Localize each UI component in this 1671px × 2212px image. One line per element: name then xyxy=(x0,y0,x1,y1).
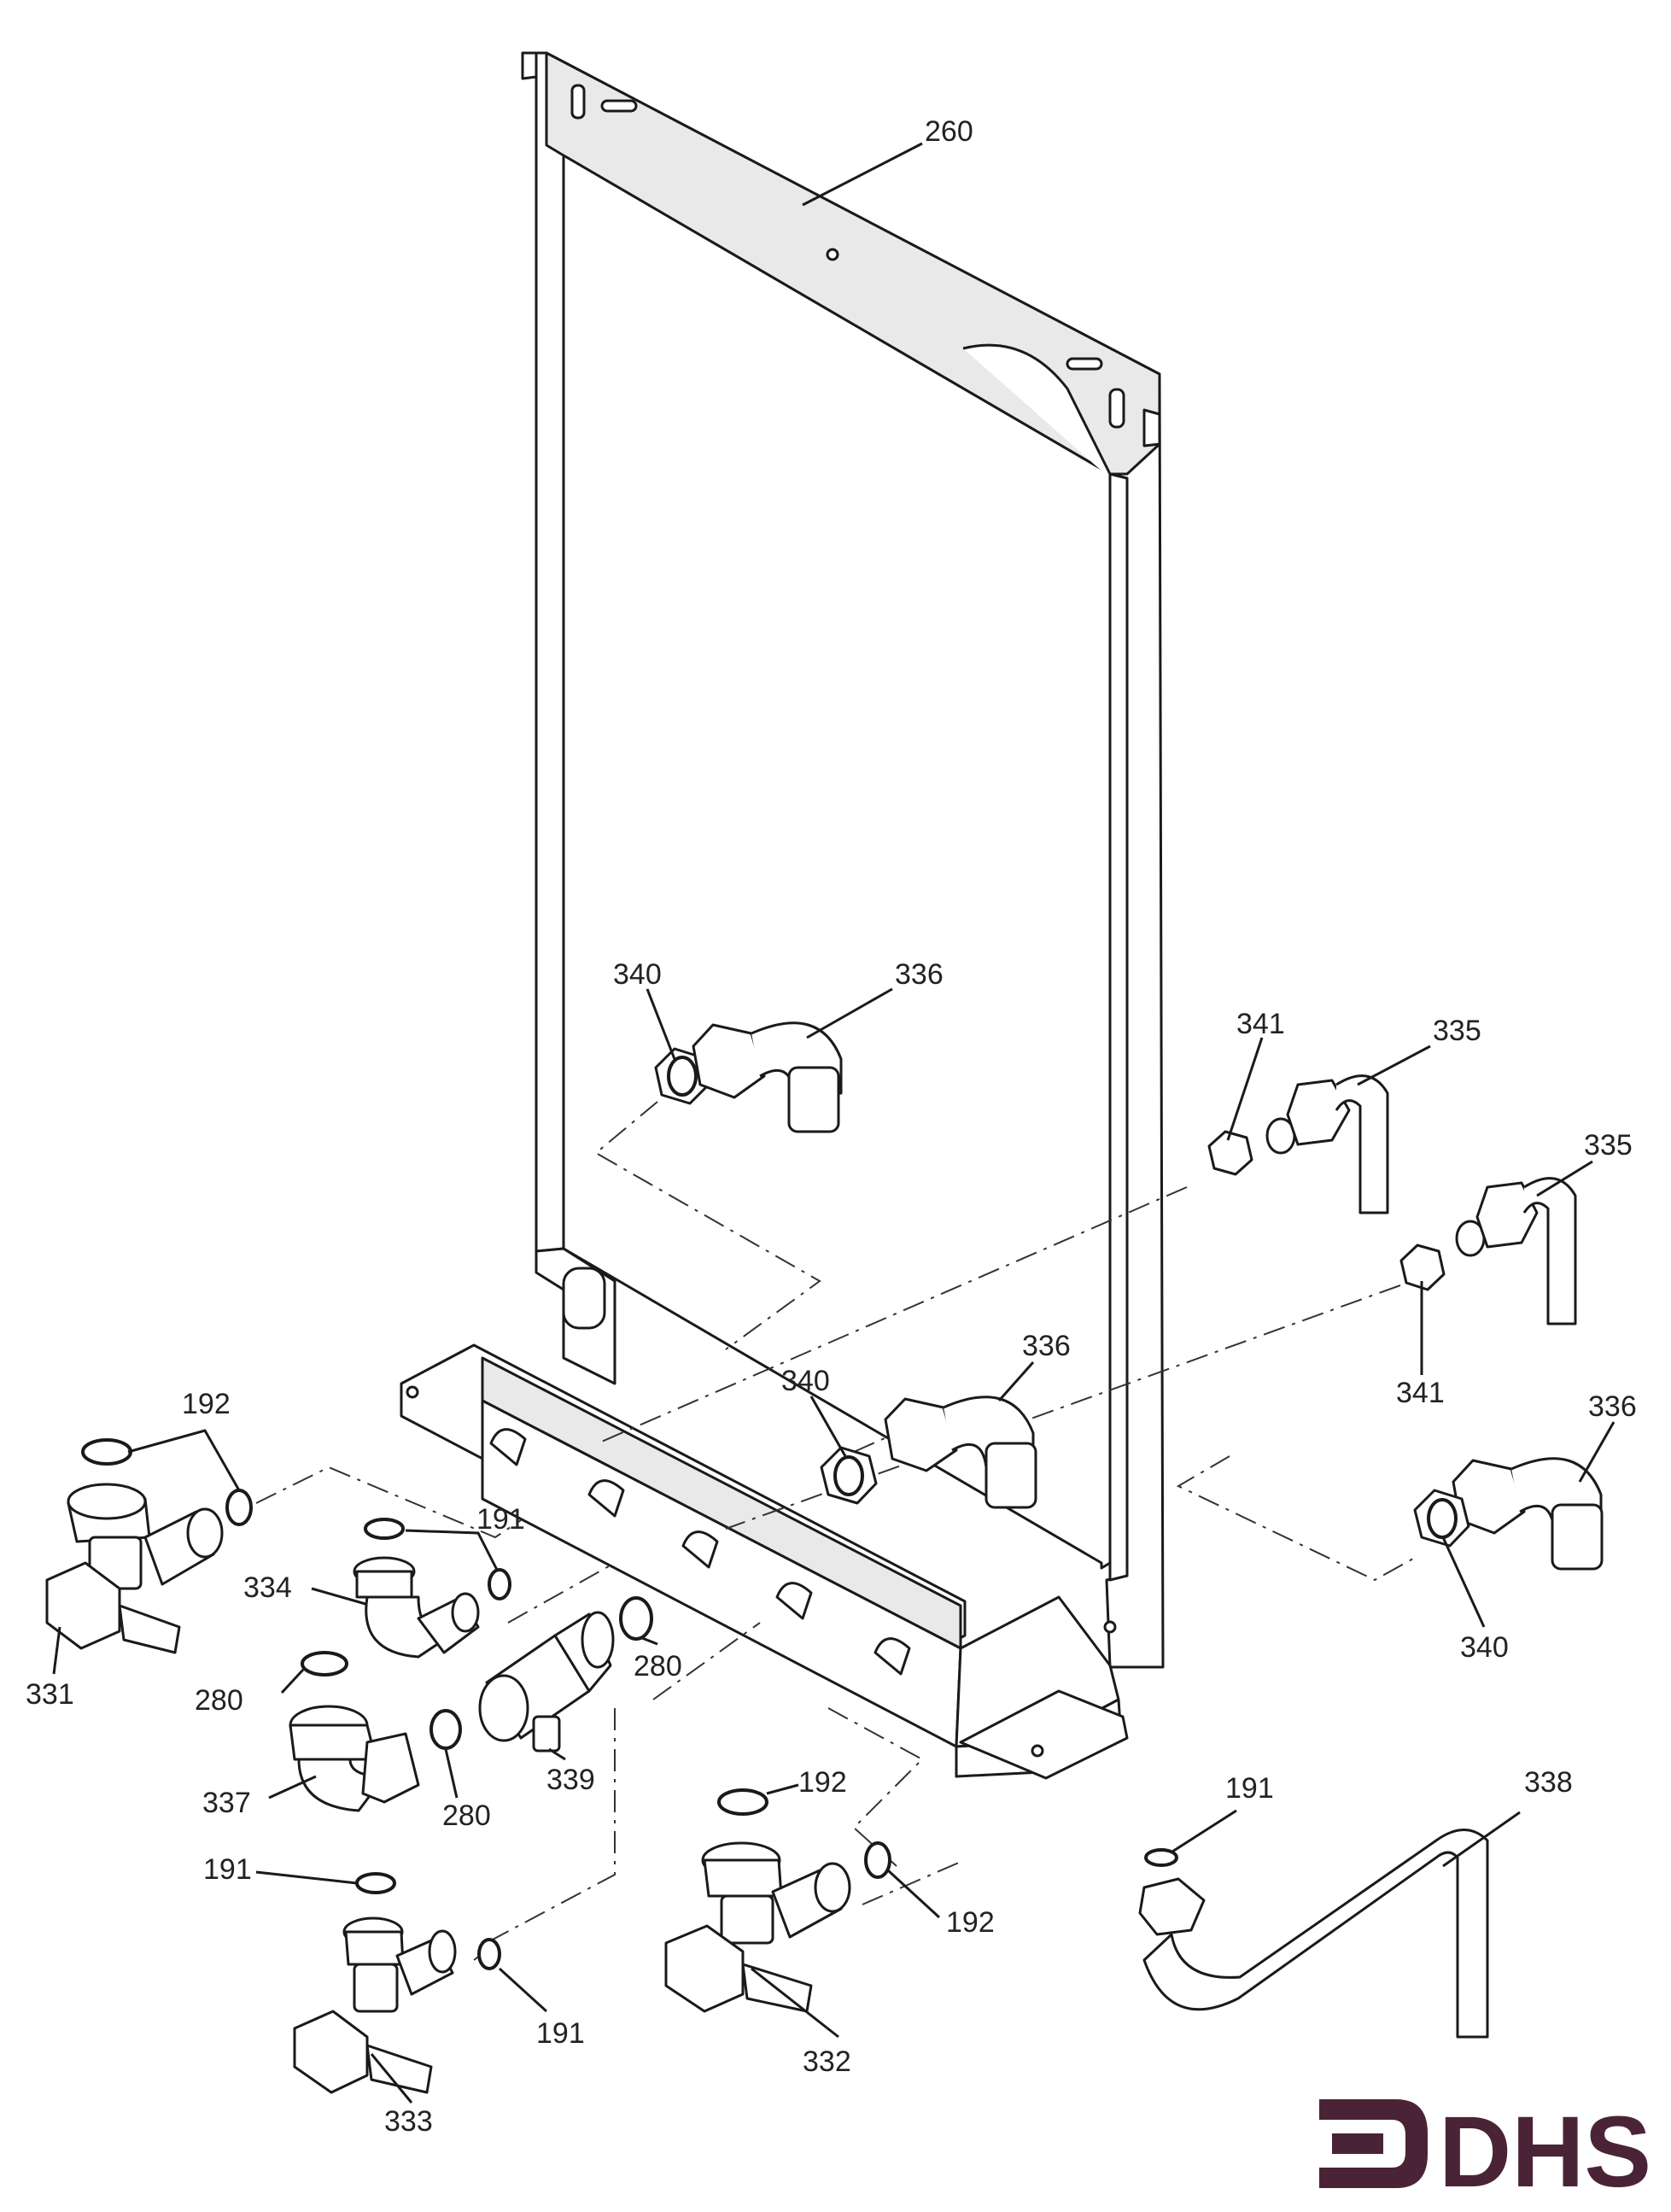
callout-191: 191 xyxy=(203,1853,252,1886)
washer-280-left xyxy=(301,1651,348,1677)
nut-341-upper xyxy=(1207,1130,1253,1176)
callout-341: 341 xyxy=(1236,1008,1285,1040)
dhs-logo-text: DHS xyxy=(1439,2096,1651,2209)
washer-191-lower-1 xyxy=(355,1872,396,1894)
pipe-338 xyxy=(1138,1829,1489,2039)
elbow-335-lower xyxy=(1455,1177,1577,1325)
callout-336: 336 xyxy=(1022,1330,1071,1362)
assembly-lines xyxy=(255,1101,1414,1961)
elbow-336-right xyxy=(1452,1457,1604,1571)
callout-331: 331 xyxy=(26,1678,74,1711)
callout-191: 191 xyxy=(536,2017,585,2050)
rail-port xyxy=(489,1428,527,1466)
washer-191-lower-2 xyxy=(477,1938,501,1970)
valve-339 xyxy=(478,1611,615,1753)
valve-332 xyxy=(664,1841,851,2013)
washer-191-upper-2 xyxy=(488,1568,511,1600)
washer-191-pipe xyxy=(1144,1848,1178,1867)
callout-192: 192 xyxy=(798,1766,847,1799)
leader-lines xyxy=(52,142,1615,2104)
callout-340: 340 xyxy=(613,958,662,991)
callout-337: 337 xyxy=(202,1787,251,1819)
washer-280-middle xyxy=(429,1709,462,1750)
callout-332: 332 xyxy=(803,2045,851,2078)
washer-192-side-right xyxy=(864,1841,891,1879)
callout-192: 192 xyxy=(946,1906,995,1939)
washer-191-upper-1 xyxy=(364,1518,405,1540)
dhs-logo-mark xyxy=(1319,2099,1428,2188)
rail-port xyxy=(681,1530,719,1569)
nut-340-right xyxy=(1413,1489,1470,1548)
valve-331 xyxy=(45,1483,224,1654)
callout-333: 333 xyxy=(384,2105,433,2138)
elbow-337 xyxy=(289,1705,420,1812)
callout-338: 338 xyxy=(1524,1766,1573,1799)
nut-340-middle xyxy=(820,1446,878,1505)
callout-260: 260 xyxy=(925,115,973,148)
callout-340: 340 xyxy=(781,1365,830,1397)
callout-339: 339 xyxy=(546,1764,595,1796)
callout-340: 340 xyxy=(1460,1631,1509,1664)
elbow-334 xyxy=(353,1556,480,1659)
elbow-336-middle xyxy=(884,1396,1037,1509)
connection-rail xyxy=(400,1343,1129,1780)
valve-333 xyxy=(293,1916,457,2094)
callout-280: 280 xyxy=(442,1799,491,1832)
callout-341: 341 xyxy=(1396,1377,1445,1409)
callout-335: 335 xyxy=(1433,1015,1481,1047)
callout-336: 336 xyxy=(895,958,944,991)
washer-192-top-right xyxy=(717,1788,768,1816)
rail-port xyxy=(873,1637,911,1676)
rail-port xyxy=(587,1479,625,1518)
rail-port xyxy=(775,1582,813,1620)
callout-191: 191 xyxy=(476,1503,525,1536)
washer-192-top-left xyxy=(81,1438,132,1466)
dhs-logo: DHS xyxy=(1319,2096,1651,2209)
washer-280-right xyxy=(619,1596,653,1641)
callout-280: 280 xyxy=(195,1684,243,1717)
callout-192: 192 xyxy=(182,1388,231,1420)
callout-191: 191 xyxy=(1225,1772,1274,1805)
washer-192-side-left xyxy=(225,1489,253,1526)
nut-341-lower xyxy=(1399,1244,1446,1291)
elbow-336-upper xyxy=(692,1021,843,1133)
callouts: 260 340 336 341 335 335 341 340 336 336 … xyxy=(26,115,1637,2138)
callout-334: 334 xyxy=(243,1571,292,1604)
callout-335: 335 xyxy=(1584,1129,1633,1162)
callout-336: 336 xyxy=(1588,1390,1637,1423)
elbow-335-upper xyxy=(1265,1074,1389,1214)
callout-280: 280 xyxy=(634,1650,682,1682)
mounting-frame-260 xyxy=(521,51,1165,1669)
